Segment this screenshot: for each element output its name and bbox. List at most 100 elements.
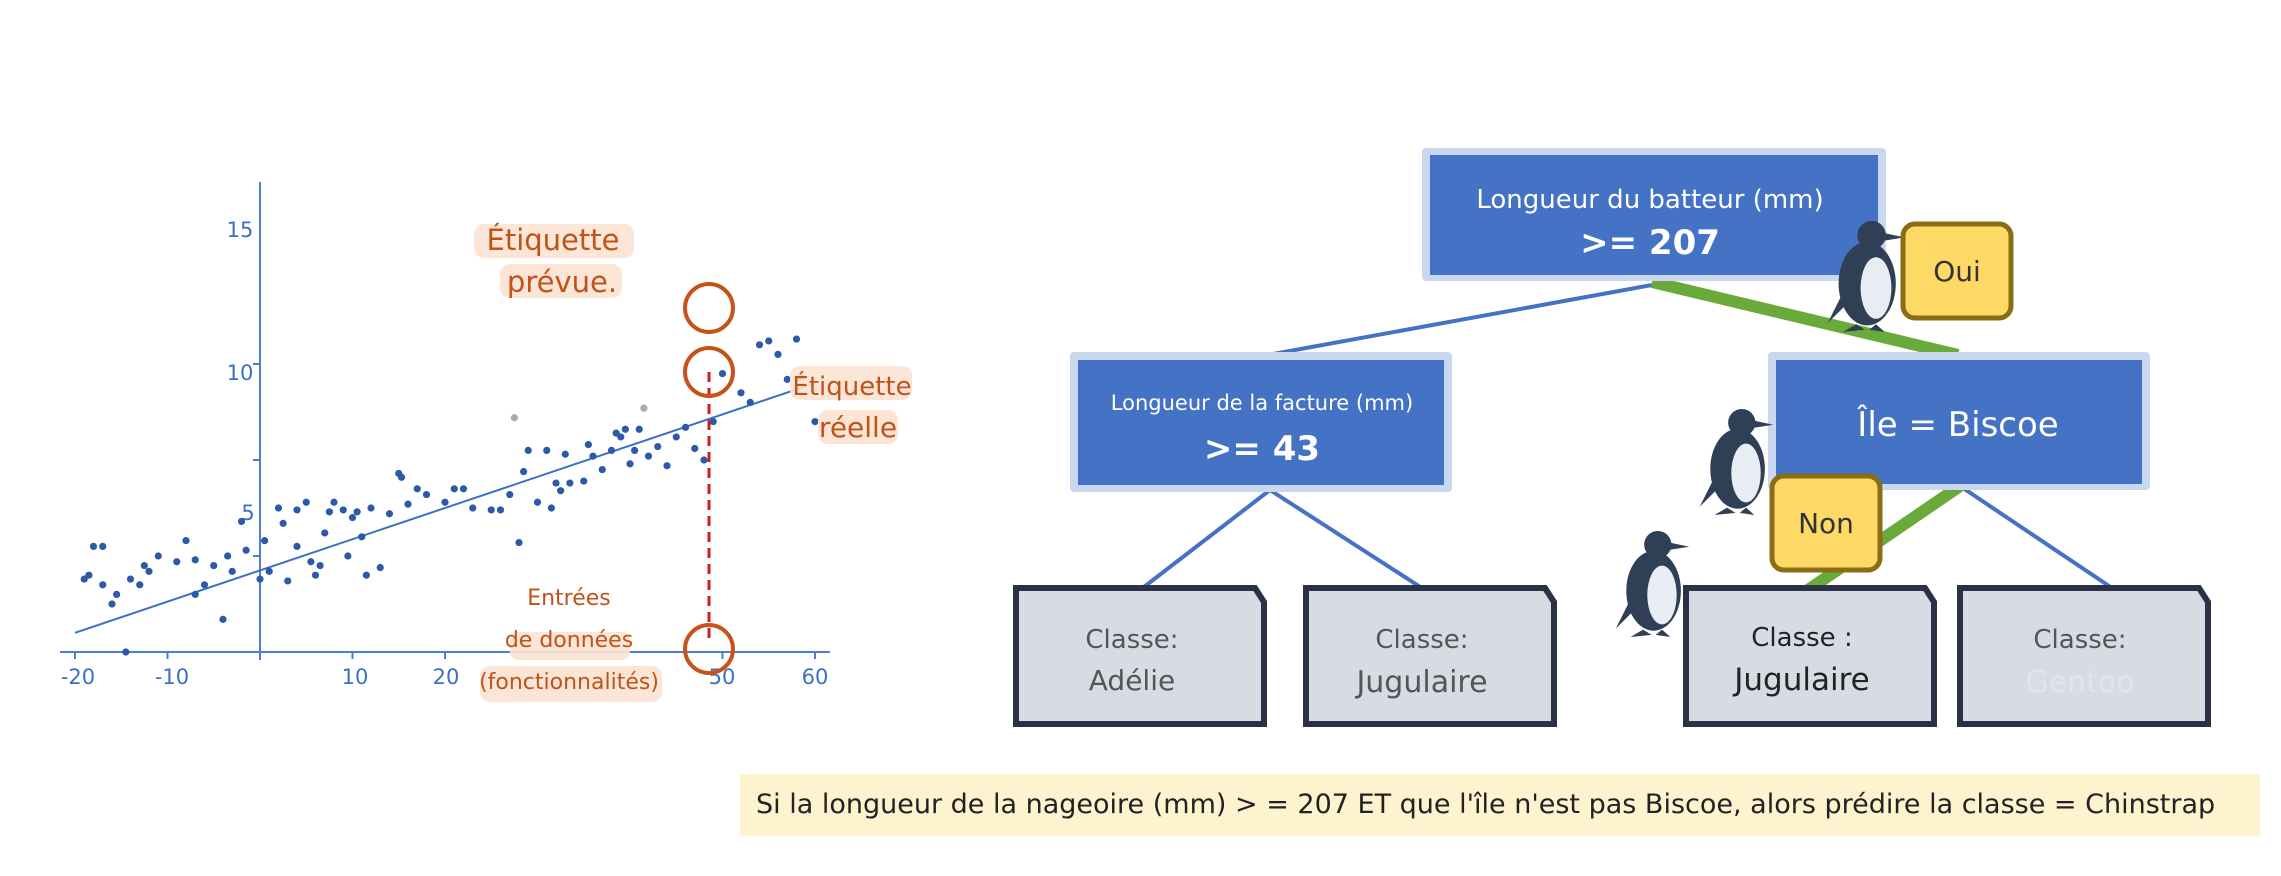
data-point — [99, 542, 107, 551]
input-text: (fonctionnalités) — [479, 670, 659, 695]
data-point — [450, 485, 458, 493]
data-point — [746, 398, 754, 406]
data-point — [293, 542, 301, 551]
data-point — [413, 485, 421, 493]
data-point — [330, 498, 338, 506]
input-marker — [683, 623, 735, 675]
data-point — [709, 418, 717, 426]
leaf-class-value: Jugulaire — [1354, 665, 1487, 700]
edge-root-left — [1261, 283, 1653, 358]
data-point — [422, 490, 431, 499]
data-point — [353, 508, 361, 516]
predicted-label-text: Étiquette — [487, 223, 620, 257]
data-point — [242, 546, 250, 554]
data-point — [367, 504, 375, 512]
data-point — [362, 571, 370, 579]
data-point — [631, 446, 639, 454]
input-text: de données — [505, 628, 633, 653]
data-point — [672, 433, 680, 441]
data-point — [358, 533, 366, 541]
leaf-adelie: Classe: Adélie — [1013, 585, 1267, 727]
edge-left-leaf2 — [1268, 488, 1427, 592]
leaf-class-value: Gentoo — [2025, 665, 2134, 700]
data-point — [89, 542, 98, 551]
x-tick-label: 20 — [433, 665, 460, 689]
data-point — [397, 473, 406, 481]
data-point — [774, 350, 782, 358]
rule-caption: Si la longueur de la nageoire (mm) > = 2… — [740, 774, 2260, 836]
data-point — [237, 517, 246, 526]
data-point — [344, 552, 352, 560]
data-point — [783, 375, 791, 383]
edge-root-right-highlight — [1650, 276, 1960, 361]
data-point — [621, 425, 629, 433]
data-point — [700, 456, 708, 464]
x-axis-ticks — [74, 652, 816, 659]
leaf-class-label: Classe : — [1751, 623, 1852, 653]
leaf-gentoo: Classe: Gentoo — [1957, 585, 2211, 727]
data-point — [496, 506, 505, 514]
data-point — [307, 558, 315, 566]
data-point — [626, 460, 634, 468]
left-node-feature: Longueur de la facture (mm) — [1111, 391, 1413, 415]
data-point — [136, 581, 144, 589]
actual-label-text: réelle — [819, 411, 897, 444]
edge-right-leaf3-highlight — [1804, 481, 1964, 595]
data-point — [663, 462, 671, 470]
left-node: Longueur de la facture (mm) >= 43 — [1070, 352, 1452, 492]
root-node: Longueur du batteur (mm) >= 207 — [1422, 148, 1886, 281]
leaf-class-label: Classe: — [1085, 625, 1178, 655]
data-point — [316, 562, 324, 570]
data-point — [617, 433, 625, 441]
badge-no: Non — [1769, 473, 1883, 573]
actual-label-marker — [683, 346, 735, 398]
data-point — [681, 423, 690, 431]
data-point — [543, 446, 551, 454]
data-point — [145, 567, 153, 575]
edge-right-leaf4 — [1958, 484, 2117, 592]
right-node-condition: Île = Biscoe — [1856, 404, 2058, 445]
data-point — [274, 504, 283, 512]
x-tick-label: -10 — [155, 665, 189, 689]
data-point — [284, 577, 292, 585]
data-point — [191, 590, 199, 599]
x-tick-label: -20 — [61, 665, 95, 689]
predicted-label-text: prévue. — [507, 265, 617, 299]
data-point — [515, 538, 523, 547]
penguin-icon — [1699, 408, 1774, 515]
data-point — [441, 498, 449, 506]
y-tick-label: 10 — [227, 361, 254, 385]
penguin-icon — [1827, 220, 1905, 332]
root-node-feature: Longueur du batteur (mm) — [1476, 185, 1823, 215]
regression-line — [74, 382, 816, 634]
badge-no-label: Non — [1798, 507, 1854, 540]
data-point — [552, 479, 560, 487]
data-point — [224, 552, 232, 560]
data-point — [737, 389, 745, 397]
decision-tree: Longueur du batteur (mm) >= 207 Longueur… — [1013, 148, 2211, 727]
data-point — [140, 562, 148, 570]
data-point — [191, 556, 199, 564]
annotation-highlights — [474, 224, 912, 702]
input-text: Entrées — [527, 586, 611, 611]
data-point — [607, 446, 616, 454]
data-point — [635, 425, 643, 433]
badge-yes-label: Oui — [1933, 255, 1981, 288]
predicted-label-marker — [683, 282, 735, 334]
data-point — [279, 519, 287, 527]
data-point — [210, 562, 218, 570]
data-point — [219, 615, 227, 623]
y-axis-ticks — [253, 363, 260, 557]
data-point — [506, 490, 514, 499]
data-point — [487, 506, 495, 514]
data-point — [256, 575, 264, 583]
left-node-threshold: >= 43 — [1204, 429, 1320, 469]
data-point — [325, 508, 333, 516]
data-point — [108, 600, 116, 608]
data-point — [765, 337, 773, 345]
data-point — [691, 444, 699, 453]
data-point — [265, 567, 273, 575]
data-point — [122, 648, 130, 656]
penguin-icon — [1615, 530, 1690, 637]
